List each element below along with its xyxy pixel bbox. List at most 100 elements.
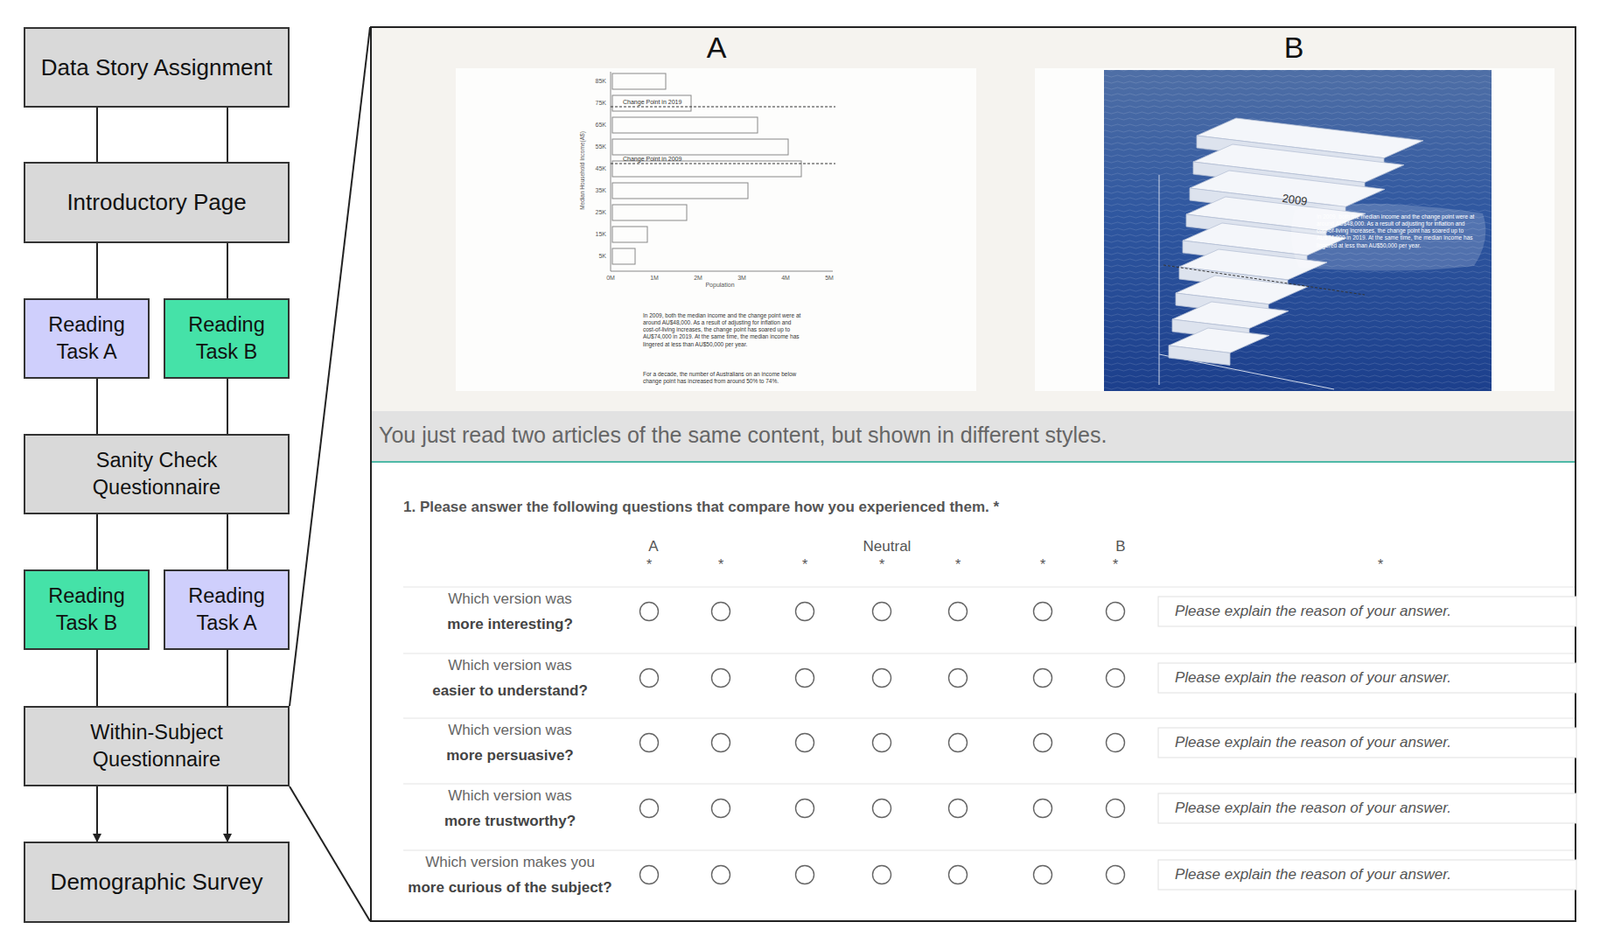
screenshot-panel [370,27,1576,922]
text-label: 2M [693,274,703,283]
radio-button [1106,733,1125,753]
radio-button [949,733,968,753]
radio-button [712,669,731,688]
article-b [1034,68,1555,392]
text-label: 25K [595,209,607,217]
radio-button [873,669,892,688]
process-box: Introductory Page [23,161,290,244]
text-label: A [648,537,658,556]
text-label: 55K [595,143,607,152]
text-label: Which version makes you [425,852,595,872]
process-box: Sanity Check Questionnaire [23,433,290,515]
text-label: 4M [781,274,790,283]
bar [612,95,692,112]
text-label: * [1112,556,1118,574]
connector [226,107,229,162]
text-label: You just read two articles of the same c… [378,421,1107,449]
change-line [610,106,836,108]
text-label: In 2009, both the median income and the … [642,312,805,349]
radio-button [1034,669,1053,688]
preview-area [371,27,1575,412]
box-label: Reading Task A [165,582,288,636]
connector [96,649,98,706]
process-box: Demographic Survey [23,841,290,923]
radio-button [1106,799,1125,818]
text-label: * [1040,556,1046,574]
connector [226,649,229,706]
article-a [455,68,977,392]
text-label: Please explain the reason of your answer… [1174,865,1452,884]
text-label: A [706,28,727,67]
text-label: Please explain the reason of your answer… [1174,733,1452,752]
radio-button [873,602,892,622]
text-label: 0M [606,274,615,283]
bar [612,248,636,265]
axis [610,271,833,273]
text-label: Which version was [447,589,573,608]
step-front [1168,345,1230,365]
instruction-band [371,411,1575,462]
connector [96,786,98,842]
box-label: Demographic Survey [45,866,269,898]
text-label: * [718,556,724,574]
text-label: Median Household Income(A$) [579,131,587,210]
bar [612,204,687,221]
text-cloud [1291,203,1486,272]
text-label: 45K [595,165,607,174]
box-label: Introductory Page [61,187,252,218]
text-label: more persuasive? [446,746,574,765]
process-box: Reading Task B [163,298,290,379]
radio-button [1106,669,1125,688]
radio-button [873,866,892,885]
zoom-line [289,786,371,922]
text-label: more curious of the subject? [407,878,612,897]
bar [612,73,666,90]
text-input [1158,596,1577,627]
connector [226,514,229,570]
text-label: * [646,556,652,574]
row-separator [403,783,1575,785]
text-label: 15K [595,230,607,239]
text-label: Change Point in 2019 [622,98,682,107]
radio-button [640,733,659,753]
connector [226,378,229,434]
radio-button [796,602,815,622]
text-label: 65K [595,121,607,130]
process-box: Reading Task B [23,569,150,650]
text-input [1158,727,1577,758]
ocean-image [1103,69,1492,392]
text-label: 85K [595,77,607,86]
process-box: Reading Task A [163,569,290,650]
text-label: 1M [649,274,659,283]
text-label: 75K [595,99,607,108]
text-label: 35K [595,187,607,196]
text-label: Which version was [447,720,573,740]
radio-button [640,866,659,885]
box-label: Reading Task B [165,311,288,365]
connector [96,514,98,570]
box-label: Data Story Assignment [35,52,278,84]
box-label: Within-Subject Questionnaire [25,719,288,773]
text-label: B [1115,537,1125,556]
teal-rule [371,461,1575,463]
text-label: For a decade, the number of Australians … [642,370,805,385]
radio-button [1106,602,1125,622]
radio-button [949,866,968,885]
radio-button [640,799,659,818]
radio-button [796,866,815,885]
radio-button [712,602,731,622]
bar [612,139,789,155]
radio-button [640,602,659,622]
row-separator [403,653,1575,655]
radio-button [873,733,892,753]
radio-button [712,733,731,753]
zoom-line [289,27,371,706]
axis [1159,174,1160,385]
text-label: 1. Please answer the following questions… [403,497,1000,517]
text-label: more trustworthy? [444,811,576,831]
text-input [1158,663,1577,693]
radio-button [1034,733,1053,753]
bar [612,182,748,199]
process-box: Reading Task A [23,298,150,379]
radio-button [640,669,659,688]
